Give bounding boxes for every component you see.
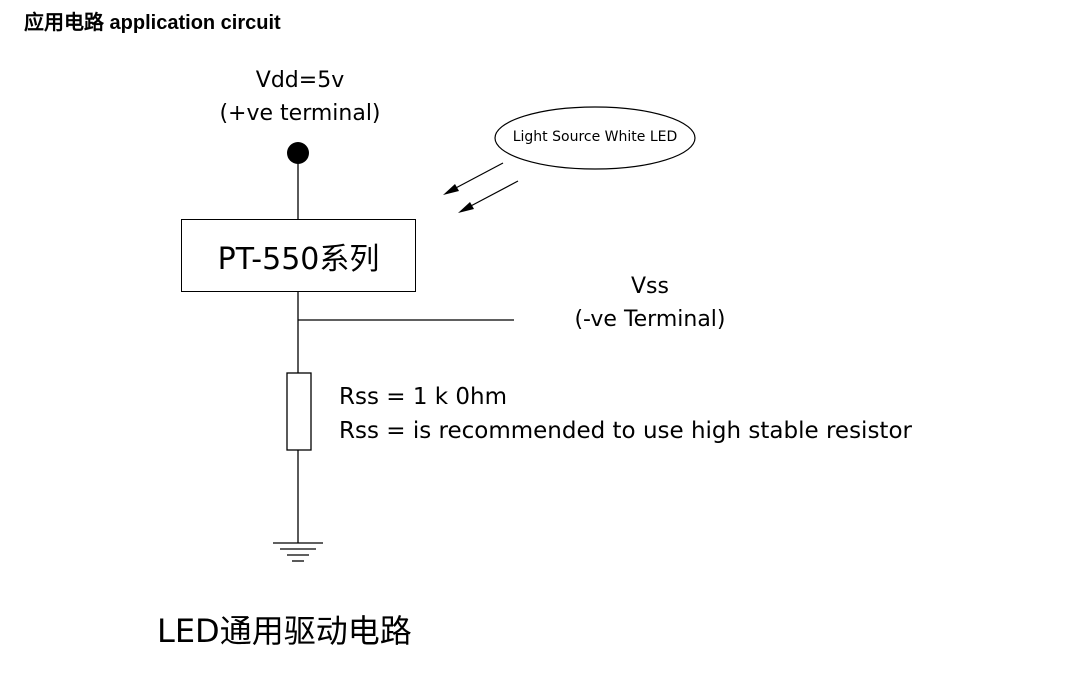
light-source-ellipse (494, 106, 696, 170)
light-arrow-icon (458, 180, 519, 213)
resistor-value-label: Rss = 1 k 0hm (339, 384, 508, 410)
ic-block: PT-550系列 (181, 219, 416, 292)
ground-symbol (273, 542, 323, 562)
supply-terminal-label: (+ve terminal) (219, 101, 381, 126)
resistor-symbol (286, 372, 312, 451)
light-source-label: Light Source White LED (512, 129, 678, 145)
output-terminal-label: (-ve Terminal) (574, 307, 726, 332)
output-voltage-label: Vss (631, 274, 669, 299)
light-arrow-icon (443, 162, 504, 195)
diagram-heading: 应用电路 application circuit (24, 12, 281, 34)
ic-label: PT-550系列 (217, 241, 380, 277)
diagram-caption: LED通用驱动电路 (157, 612, 412, 650)
resistor-note-label: Rss = is recommended to use high stable … (339, 418, 912, 444)
supply-voltage-label: Vdd=5v (255, 68, 345, 93)
